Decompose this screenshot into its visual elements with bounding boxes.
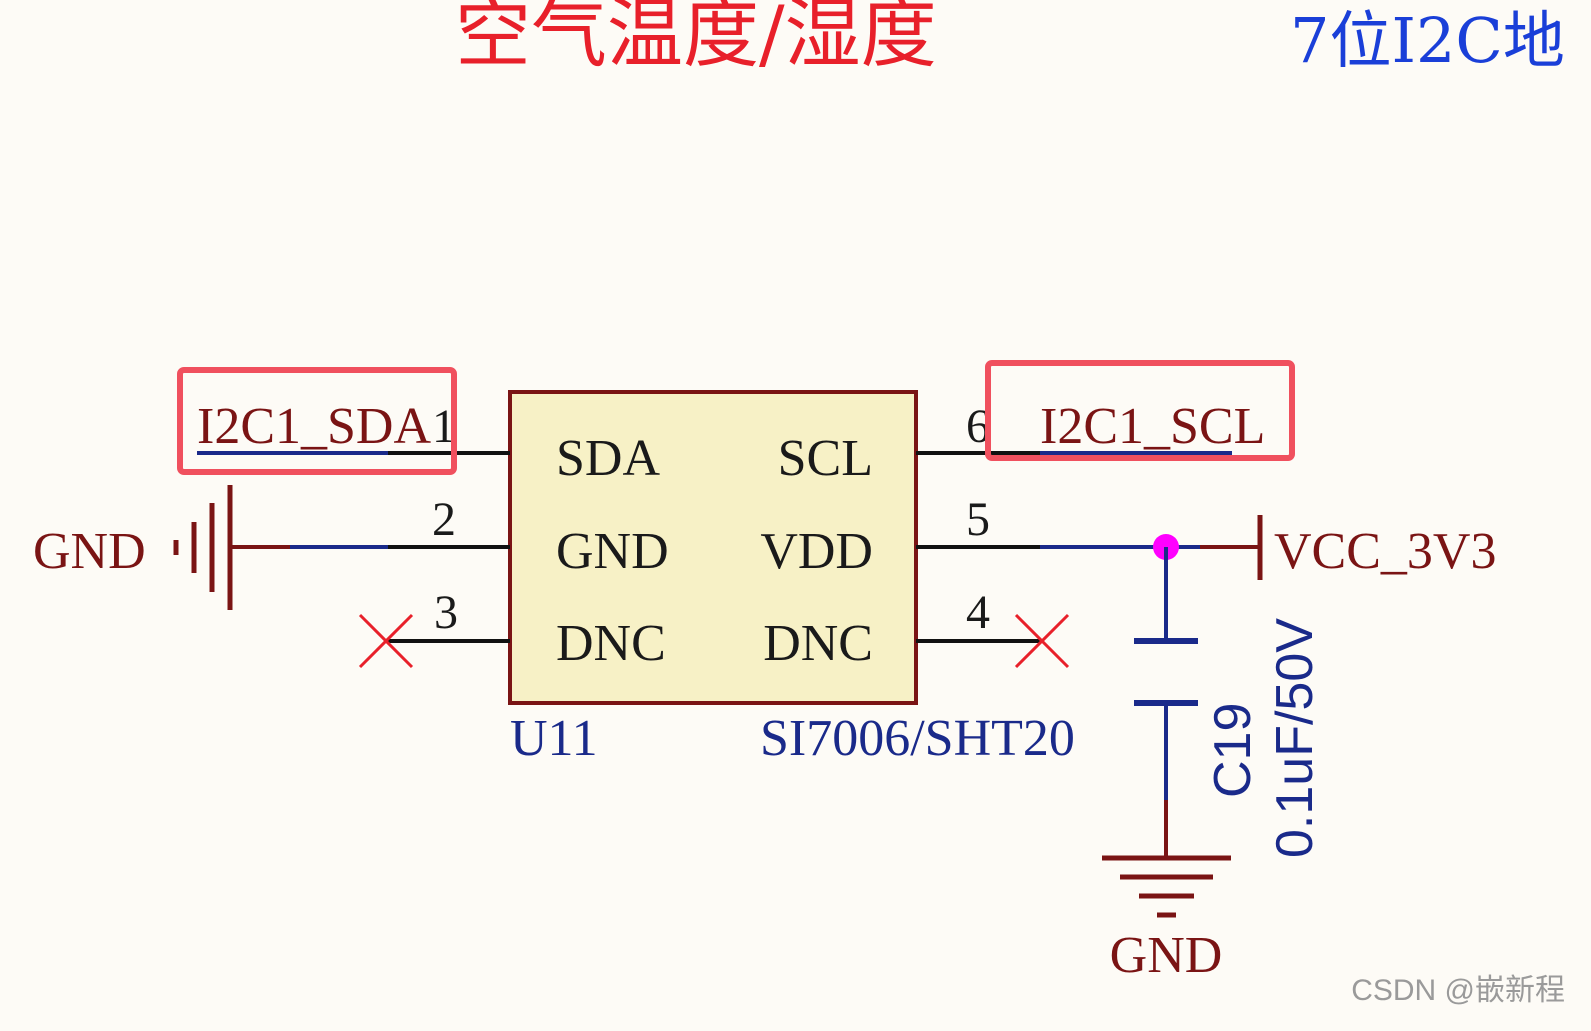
pin-name-dnc-right: DNC [763, 615, 873, 672]
net-label-gnd-left: GND [33, 523, 146, 580]
net-label-gnd-bottom: GND [1110, 927, 1223, 984]
net-label-scl: I2C1_SCL [1040, 398, 1265, 455]
pin-number-2: 2 [432, 493, 456, 546]
watermark: CSDN @嵌新程 [1351, 974, 1565, 1007]
pin-name-sda: SDA [556, 430, 660, 487]
pin-name-vdd: VDD [760, 523, 873, 580]
ground-symbol-left [173, 485, 233, 610]
pin-name-gnd: GND [556, 523, 669, 580]
highlight-box-scl [985, 360, 1295, 461]
pin-name-dnc-left: DNC [556, 615, 666, 672]
address-note: 7位I2C地 [1290, 4, 1565, 77]
chip-body [508, 390, 918, 705]
pin-number-5: 5 [966, 493, 990, 546]
no-connect-right [1014, 613, 1070, 669]
pin-number-3: 3 [434, 586, 458, 639]
net-label-sda: I2C1_SDA [197, 398, 431, 455]
chip-designator: U11 [510, 710, 598, 767]
capacitor-c19 [1134, 547, 1198, 858]
highlight-box-sda [177, 367, 457, 475]
capacitor-designator: C19 [1204, 703, 1262, 798]
no-connect-left [358, 613, 414, 669]
ground-symbol-bottom [1102, 855, 1231, 918]
net-label-vcc: VCC_3V3 [1274, 523, 1496, 580]
pin-name-scl: SCL [778, 430, 873, 487]
capacitor-value: 0.1uF/50V [1266, 618, 1324, 858]
chip-part-number: SI7006/SHT20 [760, 710, 1075, 767]
schematic-title: 空气温度/湿度 [455, 0, 937, 78]
pin-number-4: 4 [966, 586, 990, 639]
